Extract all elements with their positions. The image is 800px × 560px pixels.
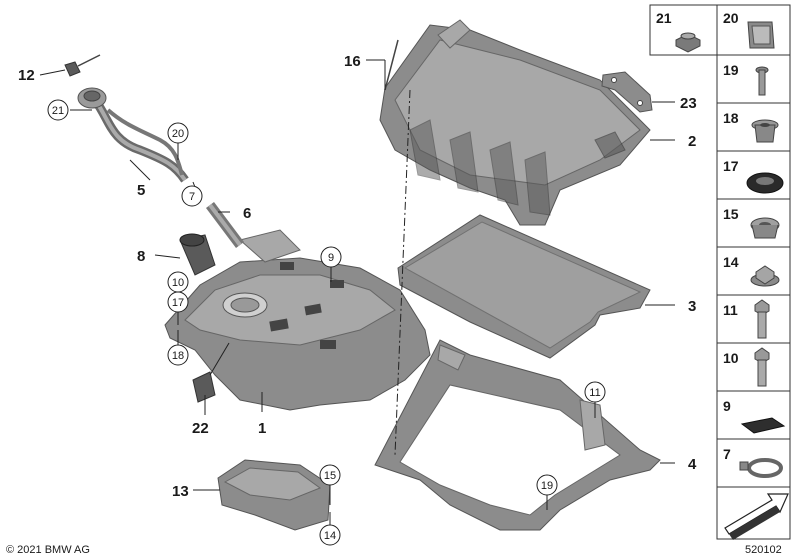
callout-8: 8 <box>137 248 145 265</box>
part-4-frame <box>374 339 661 531</box>
circled-callout-19-frame: 19 <box>536 474 558 496</box>
callout-3: 3 <box>688 298 696 315</box>
panel-label-17: 17 <box>723 158 739 174</box>
panel-label-9: 9 <box>723 398 731 414</box>
callout-23: 23 <box>680 95 697 112</box>
part-22-pad <box>192 371 216 403</box>
part-5-filler-pipe <box>77 87 189 183</box>
pad-9-icon <box>740 417 786 434</box>
part-8-sleeve <box>179 233 216 276</box>
arrow-icon <box>724 493 789 540</box>
part-1-fuel-tank <box>164 229 431 411</box>
clip-20-icon <box>747 21 775 49</box>
part-13-heat-shield <box>217 459 331 531</box>
panel-label-14: 14 <box>723 254 739 270</box>
circled-callout-11: 11 <box>584 381 606 403</box>
callout-22: 22 <box>192 420 209 437</box>
part-3-mat <box>397 214 651 359</box>
panel-label-7: 7 <box>723 446 731 462</box>
bolt-11-icon <box>754 299 770 339</box>
svg-text:10: 10 <box>172 277 184 289</box>
callout-16: 16 <box>344 53 361 70</box>
callout-12: 12 <box>18 67 35 84</box>
circled-callout-7: 7 <box>181 185 203 207</box>
circled-callout-21: 21 <box>47 99 69 121</box>
panel-label-18: 18 <box>723 110 739 126</box>
part-2-cover <box>379 19 651 226</box>
circled-callout-14: 14 <box>319 524 341 546</box>
part-23-bracket <box>601 71 653 113</box>
part-16-rod <box>384 39 399 91</box>
panel-label-10: 10 <box>723 350 739 366</box>
hose-clamp-7-icon <box>739 458 783 478</box>
circled-callout-18: 18 <box>167 344 189 366</box>
svg-text:19: 19 <box>541 480 553 492</box>
svg-text:18: 18 <box>172 350 184 362</box>
circled-callout-15: 15 <box>319 464 341 486</box>
svg-text:15: 15 <box>324 470 336 482</box>
panel-label-21: 21 <box>656 10 672 26</box>
svg-text:9: 9 <box>328 252 334 264</box>
circled-callout-9: 9 <box>320 246 342 268</box>
panel-label-15: 15 <box>723 206 739 222</box>
flange-nut-14-icon <box>750 265 780 287</box>
callout-5: 5 <box>137 182 145 199</box>
panel-label-19: 19 <box>723 62 739 78</box>
panel-label-20: 20 <box>723 10 739 26</box>
svg-text:7: 7 <box>189 191 195 203</box>
callout-13: 13 <box>172 483 189 500</box>
svg-text:21: 21 <box>52 105 64 117</box>
part-12-valve <box>64 54 101 77</box>
callout-4: 4 <box>688 456 697 473</box>
diagram-number: 520102 <box>745 544 782 556</box>
screw-19-icon <box>755 66 769 96</box>
panel-label-11: 11 <box>723 302 738 318</box>
circled-callout-10: 10 <box>167 271 189 293</box>
rubber-grommet-17-icon <box>746 172 784 194</box>
svg-text:11: 11 <box>589 387 600 399</box>
nut-21-icon <box>675 32 701 53</box>
grommet-18-icon <box>751 119 779 143</box>
svg-text:17: 17 <box>172 297 184 309</box>
bolt-10-icon <box>754 347 770 387</box>
callout-6: 6 <box>243 205 251 222</box>
washer-15-icon <box>750 217 780 239</box>
part-6-hose <box>206 202 244 248</box>
circled-callout-17: 17 <box>167 291 189 313</box>
circled-callout-20: 20 <box>167 122 189 144</box>
svg-text:20: 20 <box>172 128 184 140</box>
callout-1: 1 <box>258 420 266 437</box>
parts-panel: 21 20 19 18 17 15 <box>649 4 791 540</box>
copyright-text: © 2021 BMW AG <box>6 544 90 556</box>
svg-text:14: 14 <box>324 530 336 542</box>
callout-2: 2 <box>688 133 696 150</box>
